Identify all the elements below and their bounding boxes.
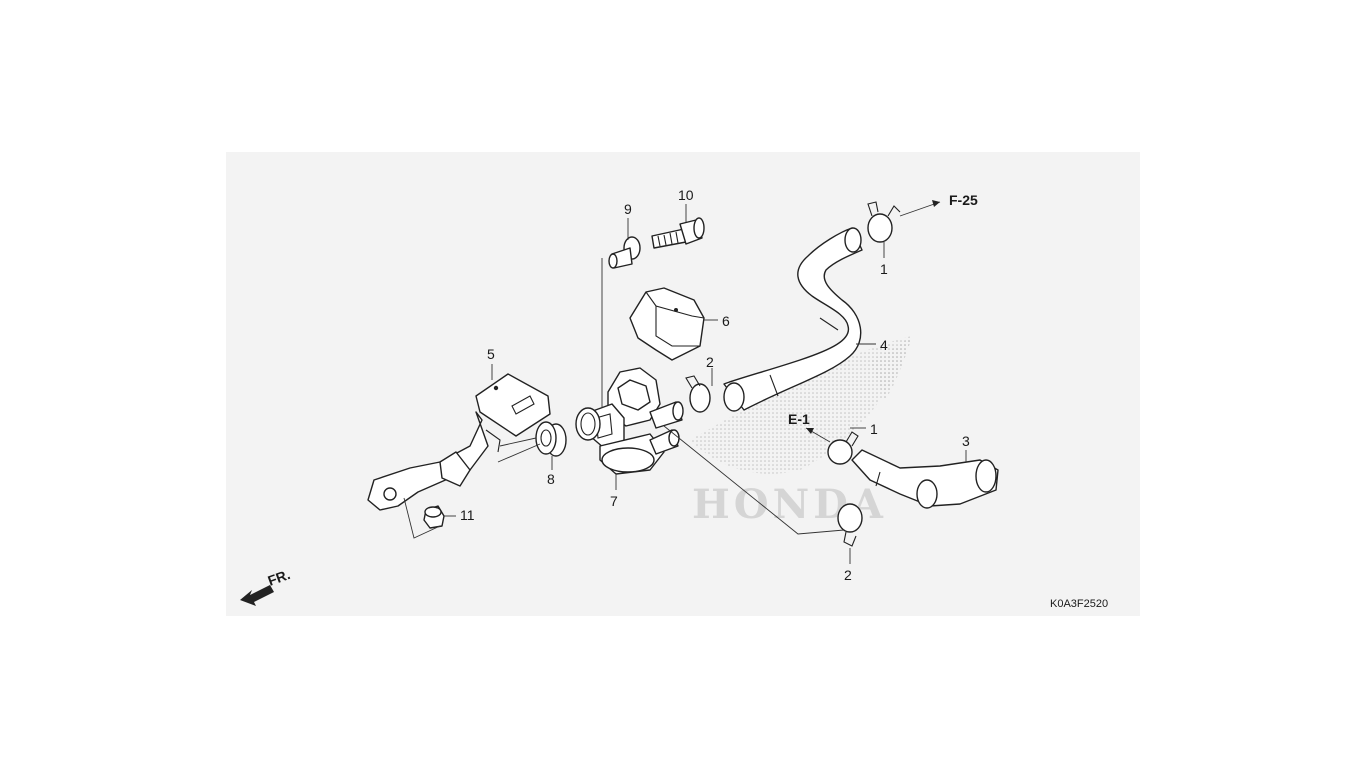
grommet [535, 421, 567, 457]
drawing-code: K0A3F2520 [1050, 598, 1108, 610]
callout-5: 5 [487, 346, 495, 362]
callout-2-mid: 2 [706, 354, 714, 370]
callout-7: 7 [610, 493, 618, 509]
callout-6: 6 [722, 313, 730, 329]
callout-2-bottom: 2 [844, 567, 852, 583]
callout-3: 3 [962, 433, 970, 449]
bolt [651, 217, 705, 249]
lower-hose [851, 449, 999, 509]
valve [575, 367, 684, 475]
hose-clip-top [867, 201, 901, 243]
leader-lines [403, 204, 967, 564]
bracket [367, 373, 551, 511]
ref-arrow-f25 [899, 200, 941, 217]
hose-clip-e1 [827, 431, 859, 465]
ref-f25: F-25 [949, 192, 978, 208]
ref-arrow-e1 [805, 427, 831, 443]
flange-bolt [423, 505, 445, 529]
front-direction-label: FR. [266, 566, 293, 589]
callout-10-top: 10 [678, 187, 694, 203]
hose-clip-mid [685, 375, 711, 413]
collar [608, 236, 641, 269]
cover [629, 287, 705, 361]
callout-9: 9 [624, 201, 632, 217]
callout-11: 11 [460, 507, 475, 523]
upper-hose [723, 227, 863, 412]
ref-e1: E-1 [788, 411, 810, 427]
callout-1-mid: 1 [870, 421, 878, 437]
hose-clip-bottom [837, 503, 863, 547]
honda-watermark: HONDA [690, 336, 912, 528]
callout-4: 4 [880, 337, 888, 353]
front-direction-icon [240, 585, 274, 606]
callout-8: 8 [547, 471, 555, 487]
callout-1-top: 1 [880, 261, 888, 277]
